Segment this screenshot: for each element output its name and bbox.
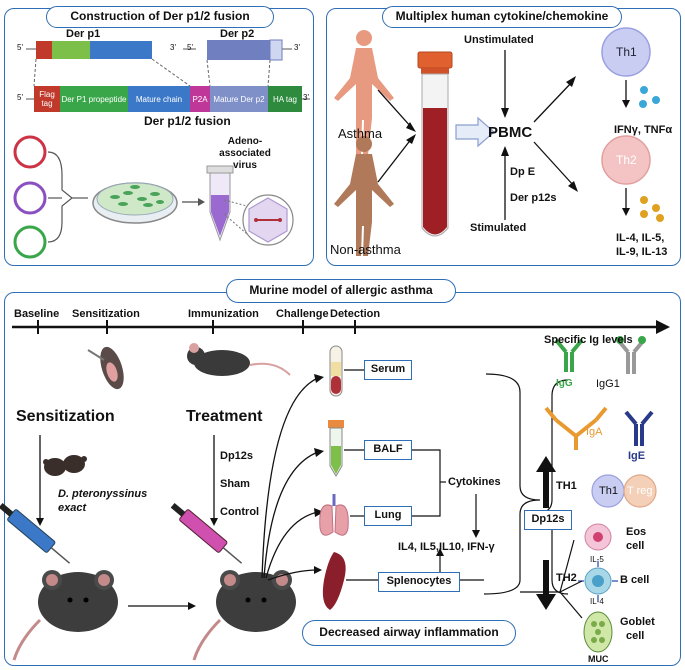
igg-icon	[554, 338, 584, 372]
il5-label: IL-5	[590, 555, 604, 564]
three-prime-label-2: 3'	[294, 43, 300, 52]
plasmid-purple-icon	[13, 181, 47, 215]
segment-p2a: P2A	[190, 86, 210, 112]
goblet-label-line2: cell	[626, 630, 645, 642]
segment-mature-chain: Mature chain	[128, 86, 190, 112]
der-p12s-label: Der p12s	[510, 192, 557, 204]
lung-box: Lung	[364, 506, 412, 526]
cytokine-list: IL4, IL5,IL10, IFN-γ	[398, 541, 495, 553]
plasmid-red-icon	[13, 135, 47, 169]
mite-species-line2: exact	[58, 502, 87, 514]
serum-tube-icon	[329, 345, 343, 397]
il4-label: IL-4	[590, 597, 604, 606]
der-p1-flag-block	[36, 41, 52, 59]
ige-label: IgE	[628, 450, 646, 462]
spleen-icon	[322, 552, 346, 610]
segment-mature-der-p2: Mature Der p2	[210, 86, 268, 112]
der-p1-label: Der p1	[66, 28, 101, 40]
unstimulated-label: Unstimulated	[464, 34, 534, 46]
fusion-five-prime: 5'	[17, 93, 23, 102]
th2-label: Th2	[616, 153, 637, 167]
pbmc-label: PBMC	[488, 124, 533, 141]
der-p1-mature-block	[90, 41, 152, 59]
treg-cell-icon	[623, 474, 657, 508]
serum-box: Serum	[364, 360, 412, 380]
stimulated-label: Stimulated	[470, 222, 527, 234]
construction-title: Construction of Der p1/2 fusion	[46, 6, 274, 28]
th2-cytokine-dots-icon	[640, 196, 664, 222]
th2-cell-icon	[601, 135, 651, 185]
igg1-label: IgG1	[596, 378, 620, 390]
timeline-immunization: Immunization	[188, 308, 259, 320]
treated-mouse-icon	[192, 570, 296, 661]
mite-species-line1: D. pteronyssinus	[58, 488, 148, 500]
sensitization-heading: Sensitization	[16, 408, 115, 425]
asthma-label: Asthma	[338, 126, 383, 141]
eos-label-line2: cell	[626, 540, 645, 552]
non-asthma-label: Non-asthma	[330, 242, 401, 257]
mite-icon	[43, 455, 87, 476]
balf-tube-icon	[328, 420, 344, 477]
cytokines-label: Cytokines	[448, 476, 501, 488]
cytokine-title: Multiplex human cytokine/chemokine	[382, 6, 622, 28]
treatment-sham: Sham	[220, 478, 250, 490]
th1-label: Th1	[616, 45, 637, 59]
muc-label: MUC	[588, 654, 609, 664]
treatment-heading: Treatment	[186, 408, 263, 425]
lung-icon	[319, 494, 349, 536]
iga-label: IgA	[586, 426, 603, 438]
sensitized-mouse-icon	[12, 570, 118, 661]
b-cell-label: B cell	[620, 574, 650, 586]
treg-cell-label: T reg	[627, 485, 653, 497]
syringe-pink-icon	[170, 502, 243, 564]
segment-flag-tag: Flag tag	[34, 86, 60, 112]
igg-label: IgG	[556, 378, 573, 389]
asthma-human-icon	[334, 30, 394, 155]
aav-label: Adeno-associated virus	[219, 136, 271, 171]
three-prime-label: 3'	[170, 43, 176, 52]
sensitization-mouse-icon	[87, 346, 124, 390]
th1-arrow-label: TH1	[556, 480, 577, 492]
timeline-sensitization: Sensitization	[72, 308, 140, 320]
immunization-mouse-icon	[187, 343, 291, 376]
th1-cell-label: Th1	[599, 485, 618, 497]
five-prime-label-2: 5'	[187, 43, 193, 52]
segment-propeptide: Der P1 propeptide	[60, 86, 128, 112]
th2-cytokines-line2: IL-9, IL-13	[616, 246, 668, 258]
timeline-detection: Detection	[330, 308, 381, 320]
timeline-challenge: Challenge	[276, 308, 329, 320]
non-asthma-human-icon	[334, 136, 394, 256]
treatment-dp12s: Dp12s	[220, 450, 254, 462]
der-p1-propeptide-block	[52, 41, 90, 59]
th1-cytokine-dots-icon	[639, 86, 660, 108]
segment-ha-tag: HA tag	[268, 86, 302, 112]
conclusion-pill: Decreased airway inflammation	[302, 620, 516, 646]
th2-arrow-label: TH2	[556, 572, 577, 584]
syringe-blue-icon	[0, 502, 71, 564]
dp12s-box: Dp12s	[524, 510, 572, 530]
specific-ig-label: Specific Ig levels	[544, 334, 633, 346]
fusion-three-prime: 3'	[303, 93, 309, 102]
der-p2-label: Der p2	[220, 28, 255, 40]
fusion-label: Der p1/2 fusion	[144, 114, 231, 128]
th1-cytokines: IFNγ, TNFα	[614, 124, 673, 136]
th1-cell-icon	[601, 27, 651, 77]
timeline-baseline: Baseline	[14, 308, 60, 320]
treatment-control: Control	[220, 506, 260, 518]
th2-cytokines-line1: IL-4, IL-5,	[616, 232, 665, 244]
ige-icon	[624, 410, 654, 446]
iga-icon	[544, 406, 608, 450]
eos-label-line1: Eos	[626, 526, 647, 538]
der-p2-block	[207, 40, 270, 60]
goblet-label-line1: Goblet	[620, 616, 655, 628]
five-prime-label: 5'	[17, 43, 23, 52]
balf-box: BALF	[364, 440, 412, 460]
splenocytes-box: Splenocytes	[378, 572, 460, 592]
plasmid-green-icon	[13, 225, 47, 259]
dp-e-label: Dp E	[510, 166, 536, 178]
murine-title: Murine model of allergic asthma	[226, 279, 456, 303]
